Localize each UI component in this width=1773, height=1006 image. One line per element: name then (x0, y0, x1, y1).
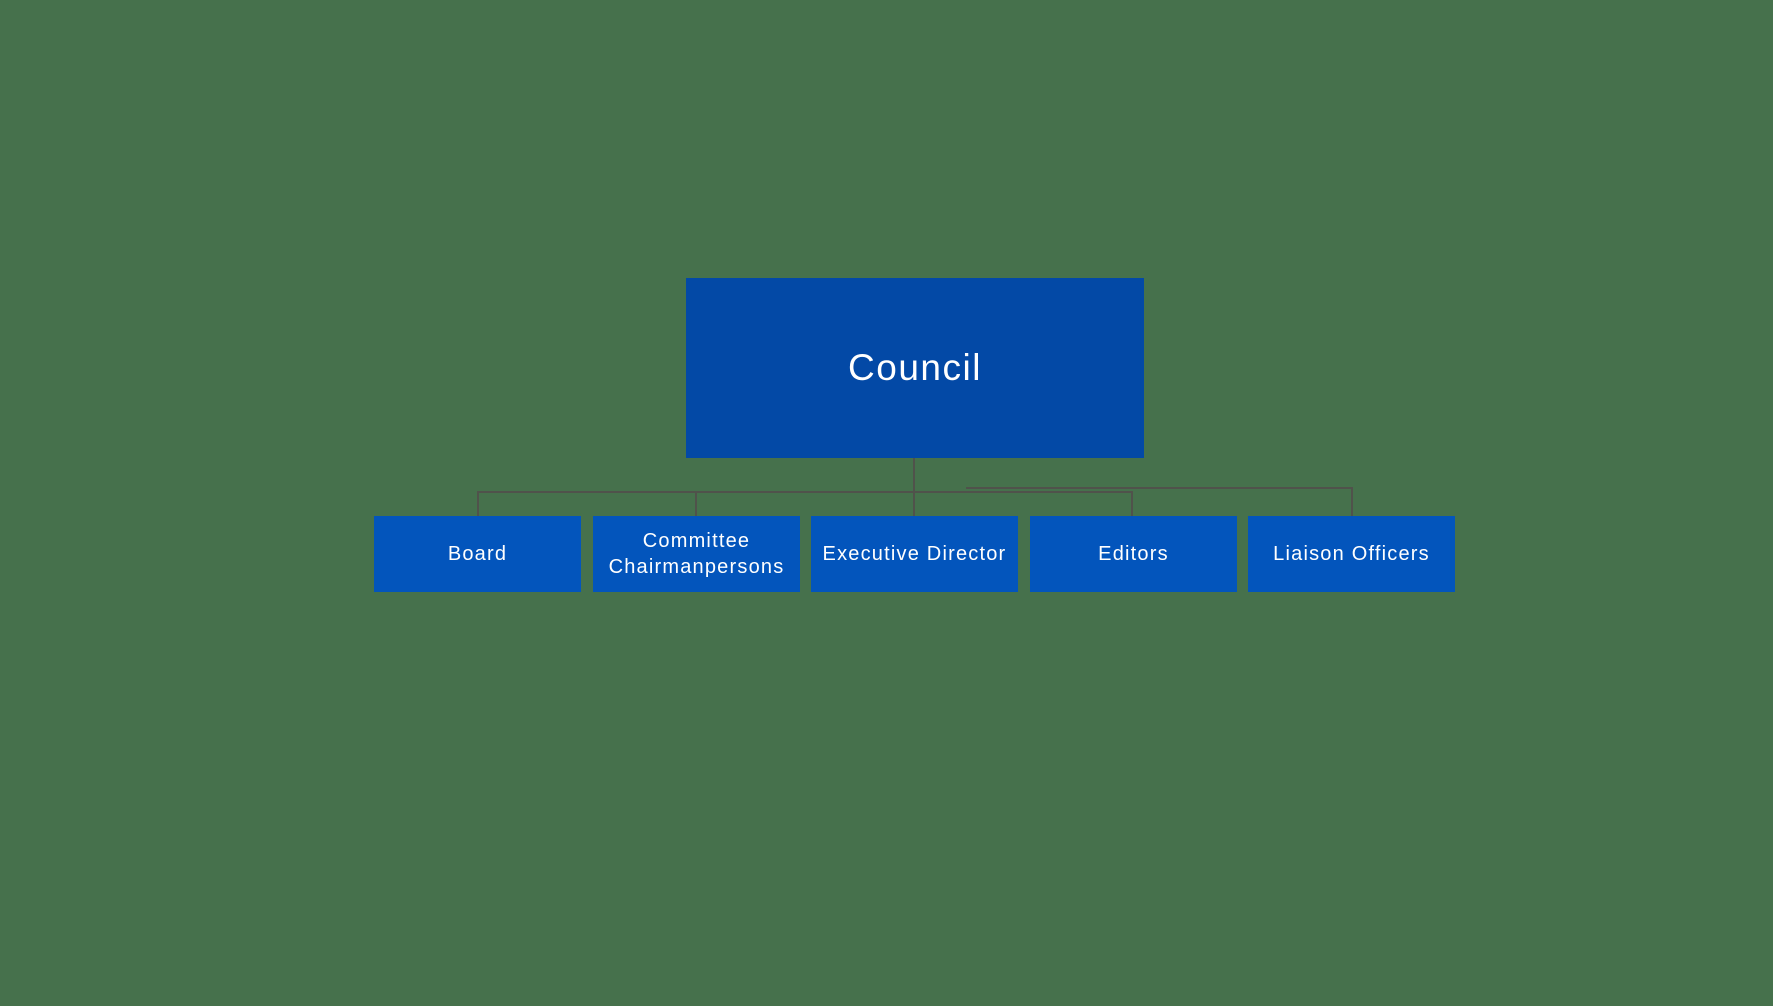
org-node-board-label: Board (447, 543, 508, 565)
connector-rail-lower (477, 491, 1133, 493)
org-node-liaison-officers[interactable]: Liaison Officers (1248, 516, 1455, 592)
connector-root-drop (913, 458, 915, 517)
org-node-board[interactable]: Board (374, 516, 581, 592)
org-node-committee-chairmanpersons-label: Committee Chairmanpersons (608, 530, 785, 578)
connector-stub-editors (1131, 491, 1133, 517)
org-node-executive-director[interactable]: Executive Director (811, 516, 1018, 592)
org-node-editors[interactable]: Editors (1030, 516, 1237, 592)
org-node-council-label: Council (848, 347, 982, 388)
org-node-committee-chairmanpersons[interactable]: Committee Chairmanpersons (593, 516, 800, 592)
org-node-executive-director-label: Executive Director (822, 543, 1007, 565)
connector-rail-upper (966, 487, 1353, 489)
org-node-council[interactable]: Council (686, 278, 1144, 458)
connector-stub-liaison (1351, 487, 1353, 517)
org-node-liaison-officers-label: Liaison Officers (1273, 543, 1430, 565)
org-node-editors-label: Editors (1098, 543, 1169, 565)
connector-stub-committee (695, 491, 697, 517)
connector-stub-board (477, 491, 479, 517)
